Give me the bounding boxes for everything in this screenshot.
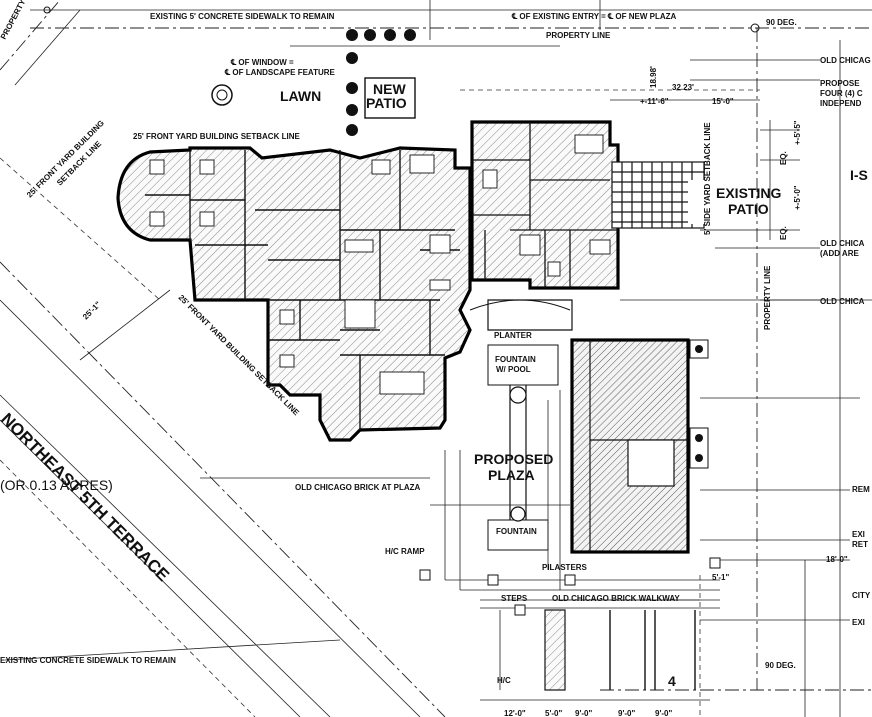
- label-old-brick-walkway: OLD CHICAGO BRICK WALKWAY: [552, 594, 680, 603]
- label-old-brick-plaza: OLD CHICAGO BRICK AT PLAZA: [295, 483, 421, 492]
- label-proposed-plaza-2: PLAZA: [488, 467, 535, 483]
- dim-d9: EQ.: [779, 151, 788, 165]
- street-lines: [0, 0, 446, 717]
- label-window-2: ℄ OF LANDSCAPE FEATURE: [224, 68, 336, 77]
- label-fountain-pool-1: FOUNTAIN: [495, 355, 536, 364]
- main-building: [116, 146, 472, 442]
- dim-d13: 18'-0": [826, 555, 848, 564]
- label-lawn: LAWN: [280, 88, 321, 104]
- label-property-line-right: PROPERTY LINE: [763, 265, 772, 330]
- label-right-8: EXI: [852, 618, 865, 627]
- label-existing-sidewalk-top: EXISTING 5' CONCRETE SIDEWALK TO REMAIN: [150, 12, 335, 21]
- west-furniture: [149, 154, 451, 395]
- label-right-2c: INDEPEND: [820, 99, 862, 108]
- dim-d1: 18.98': [649, 66, 658, 88]
- label-setback-side: 5' SIDE YARD SETBACK LINE: [703, 122, 712, 235]
- existing-building-east: [470, 120, 620, 290]
- dim-b5: 9'-0": [655, 709, 672, 717]
- label-deg-bottom: 90 DEG.: [765, 661, 796, 670]
- label-setback-upper-1: 25' FRONT YARD BUILDING: [25, 118, 106, 199]
- label-window-1: ℄ OF WINDOW =: [230, 58, 294, 67]
- label-right-3b: (ADD ARE: [820, 249, 859, 258]
- label-new-patio-2: PATIO: [366, 95, 407, 111]
- label-i-block: I-S: [850, 167, 868, 183]
- right-property-lines: [460, 28, 872, 717]
- dimension-labels: 18.98' 32.23' +-11'-6" 15'-0" +-5'-5" +-…: [504, 66, 848, 717]
- label-steps: STEPS: [501, 594, 528, 603]
- label-right-2a: PROPOSE: [820, 79, 860, 88]
- top-sidewalk-lines: [30, 6, 872, 47]
- plaza-fountain-shapes: [509, 386, 527, 522]
- label-right-5: REM: [852, 485, 870, 494]
- label-right-6a: EXI: [852, 530, 865, 539]
- dim-d7: +-5'-5": [793, 120, 802, 145]
- existing-patio-label-bg: [688, 180, 756, 224]
- dim-b4: 9'-0": [618, 709, 635, 717]
- label-entry-plaza: ℄ OF EXISTING ENTRY = ℄ OF NEW PLAZA: [511, 12, 677, 21]
- label-dim-25: 25'-1": [81, 300, 103, 322]
- label-right-4: OLD CHICA: [820, 297, 865, 306]
- label-property-line-left: PROPERTY LINE: [0, 0, 37, 41]
- label-right-3a: OLD CHICA: [820, 239, 865, 248]
- label-right-6b: RET: [852, 540, 868, 549]
- label-space-4: 4: [668, 673, 676, 689]
- label-right-2b: FOUR (4) C: [820, 89, 863, 98]
- dim-b2: 5'-0": [545, 709, 562, 717]
- dim-d12: 5'-1": [712, 573, 729, 582]
- label-existing-patio-1: EXISTING: [716, 185, 781, 201]
- plaza-pilasters: [419, 557, 721, 586]
- parking-stalls: [480, 604, 710, 701]
- label-acres: (OR 0.13 ACRES): [0, 477, 113, 493]
- dim-b1: 12'-0": [504, 709, 526, 717]
- label-sidewalk-bottom: EXISTING CONCRETE SIDEWALK TO REMAIN: [0, 656, 176, 665]
- label-right-7: CITY: [852, 591, 871, 600]
- label-proposed-plaza-1: PROPOSED: [474, 451, 553, 467]
- dim-d2: 32.23': [672, 83, 694, 92]
- plaza-outline: [430, 299, 720, 609]
- label-existing-patio-2: PATIO: [728, 201, 769, 217]
- label-deg-top: 90 DEG.: [766, 18, 797, 27]
- dim-d8: +-5'-0": [793, 185, 802, 210]
- label-setback-front: 25' FRONT YARD BUILDING SETBACK LINE: [133, 132, 300, 141]
- dim-d4: 15'-0": [712, 97, 734, 106]
- east-fixtures: [482, 134, 611, 277]
- label-new-patio-1: NEW: [373, 81, 406, 97]
- label-planter: PLANTER: [494, 331, 532, 340]
- dim-d3: +-11'-6": [640, 97, 669, 106]
- label-fountain-pool-2: W/ POOL: [496, 365, 531, 374]
- se-columns: [689, 339, 709, 469]
- dim-d10: EQ.: [779, 226, 788, 240]
- landscape: [211, 29, 416, 136]
- label-fountain: FOUNTAIN: [496, 527, 537, 536]
- east-interior-walls: [472, 122, 618, 288]
- dimension-lines: [4, 0, 872, 661]
- dim-b3: 9'-0": [575, 709, 592, 717]
- label-property-line-top: PROPERTY LINE: [546, 31, 611, 40]
- southeast-interior: [589, 340, 688, 552]
- label-right-1: OLD CHICAG: [820, 56, 871, 65]
- label-hc-ramp: H/C RAMP: [385, 547, 425, 556]
- label-hc: H/C: [497, 676, 511, 685]
- label-street: NORTHEAST 5TH TERRACE: [0, 409, 173, 585]
- label-pilasters: PILASTERS: [542, 563, 588, 572]
